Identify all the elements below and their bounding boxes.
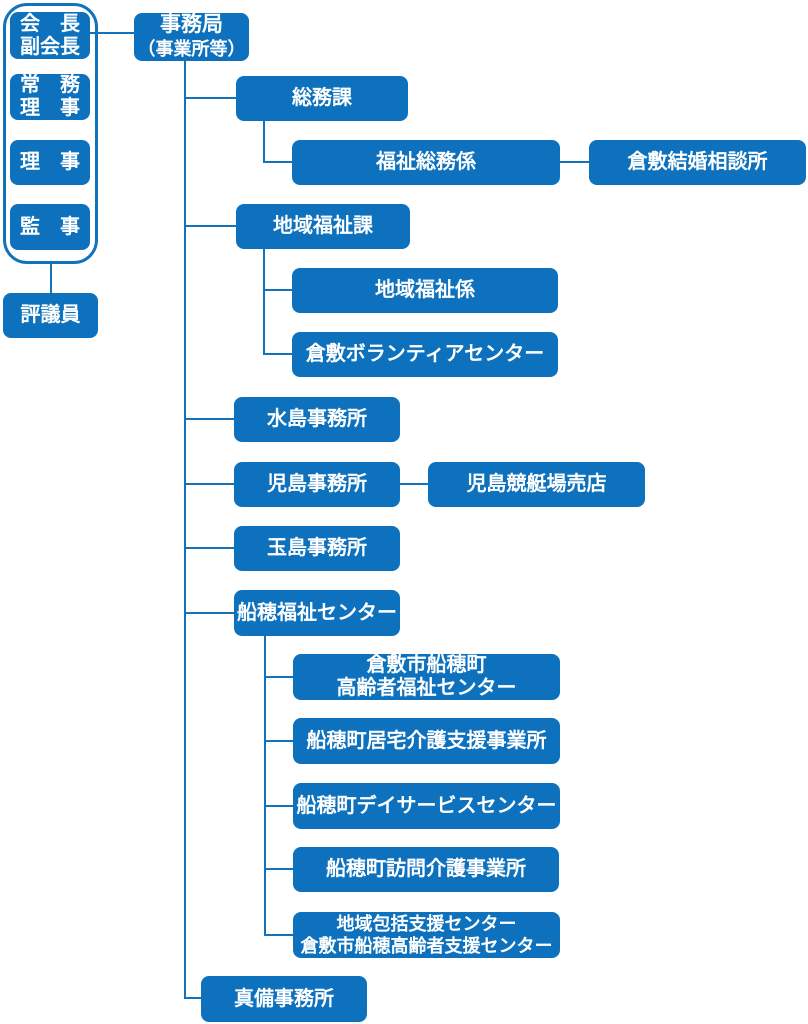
node-funao-home-care-support-office: 船穂町居宅介護支援事業所 — [293, 718, 560, 764]
node-label: 玉島事務所 — [267, 537, 367, 559]
node-kojima-boat-race-shop: 児島競艇場売店 — [428, 462, 645, 507]
node-general-affairs-division: 総務課 — [236, 76, 408, 121]
node-kurashiki-volunteer-center: 倉敷ボランティアセンター — [292, 332, 558, 377]
node-label: 児島競艇場売店 — [466, 473, 607, 495]
connector-funao-home-care — [264, 740, 293, 742]
connector-funao-elderly-center — [264, 676, 293, 678]
node-label: 児島事務所 — [267, 473, 367, 495]
connector-secretariat-trunk — [184, 61, 186, 999]
node-label: 船穂福祉センター — [237, 601, 397, 624]
node-label: 理 事 — [20, 151, 80, 173]
node-welfare-general-affairs-section: 福祉総務係 — [292, 140, 560, 185]
connector-boat-race-shop — [400, 483, 428, 485]
node-label: 福祉総務係 — [376, 151, 476, 173]
node-label: （事業所等） — [137, 39, 246, 59]
node-label: 地域福祉係 — [375, 279, 475, 301]
node-label: 監 事 — [20, 215, 80, 238]
node-mabi-office: 真備事務所 — [201, 976, 367, 1022]
node-funao-welfare-center: 船穂福祉センター — [234, 590, 400, 636]
node-funao-visiting-care-office: 船穂町訪問介護事業所 — [293, 847, 559, 892]
connector-community-welfare — [184, 225, 236, 227]
connector-tamashima — [184, 547, 234, 549]
connector-general-affairs-branch — [263, 121, 265, 162]
node-mizushima-office: 水島事務所 — [234, 397, 400, 442]
node-funao-elderly-welfare-center: 倉敷市船穂町 高齢者福祉センター — [293, 654, 560, 700]
node-kurashiki-marriage-consultation-office: 倉敷結婚相談所 — [589, 140, 806, 185]
connector-board-councilor — [50, 264, 52, 293]
connector-funao-branch — [264, 636, 266, 935]
connector-funao-day-service — [264, 805, 293, 807]
node-label: 倉敷市船穂町 — [366, 654, 487, 676]
node-kojima-office: 児島事務所 — [234, 462, 400, 507]
connector-kojima — [184, 483, 234, 485]
connector-general-affairs — [184, 97, 236, 99]
connector-community-welfare-section — [263, 289, 292, 291]
node-director: 理 事 — [10, 140, 90, 185]
node-label: 理 事 — [20, 97, 80, 119]
node-label: 船穂町訪問介護事業所 — [326, 858, 526, 880]
node-label: 船穂町居宅介護支援事業所 — [306, 729, 547, 752]
node-community-comprehensive-support-center: 地域包括支援センター 倉敷市船穂高齢者支援センター — [293, 912, 560, 958]
connector-volunteer-center — [263, 353, 292, 355]
node-auditor: 監 事 — [10, 204, 90, 250]
connector-funao-visiting-care — [264, 868, 293, 870]
node-community-welfare-division: 地域福祉課 — [236, 204, 410, 249]
node-label: 常 務 — [20, 74, 80, 96]
node-label: 倉敷市船穂高齢者支援センター — [300, 936, 553, 956]
node-label: 地域福祉課 — [273, 215, 373, 237]
node-label: 会 長 — [20, 12, 80, 35]
connector-welfare-general-affairs — [263, 161, 292, 163]
node-label: 地域包括支援センター — [336, 914, 517, 934]
node-label: 船穂町デイサービスセンター — [296, 794, 557, 817]
connector-community-welfare-branch — [263, 249, 265, 355]
connector-marriage-office — [560, 161, 589, 163]
connector-chair-secretariat — [90, 32, 134, 34]
node-label: 総務課 — [292, 87, 352, 109]
node-label: 水島事務所 — [267, 408, 367, 430]
node-label: 評議員 — [20, 304, 81, 326]
connector-funao — [184, 612, 234, 614]
connector-mabi — [184, 997, 201, 999]
node-funao-day-service-center: 船穂町デイサービスセンター — [293, 783, 560, 829]
node-label: 倉敷結婚相談所 — [627, 151, 768, 173]
connector-mizushima — [184, 418, 234, 420]
node-label: 倉敷ボランティアセンター — [305, 343, 545, 365]
connector-comprehensive-support — [264, 934, 293, 936]
node-label: 副会長 — [20, 35, 80, 58]
node-chair-vice-chair: 会 長 副会長 — [10, 12, 90, 59]
node-label: 事務局 — [160, 13, 223, 36]
node-secretariat: 事務局 （事業所等） — [134, 13, 249, 61]
node-councilor: 評議員 — [3, 293, 98, 338]
node-label: 真備事務所 — [234, 987, 334, 1010]
board-frame — [3, 3, 98, 264]
node-community-welfare-section: 地域福祉係 — [292, 268, 558, 313]
node-label: 高齢者福祉センター — [336, 677, 517, 699]
node-managing-director: 常 務 理 事 — [10, 74, 90, 120]
node-tamashima-office: 玉島事務所 — [234, 526, 400, 571]
